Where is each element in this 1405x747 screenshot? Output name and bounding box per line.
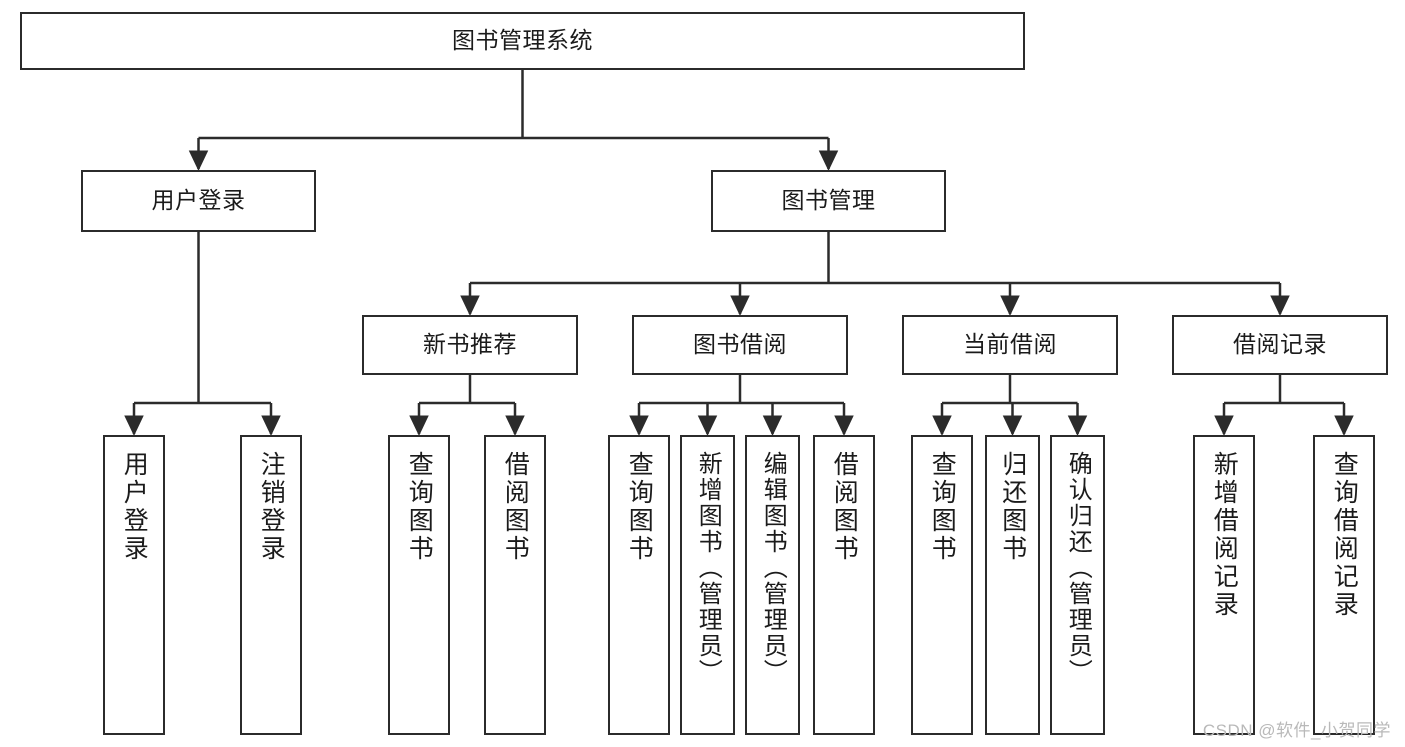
node-label: 归还图书: [998, 451, 1027, 563]
node-leaf-query-rec[interactable]: 查询借阅记录: [1313, 435, 1375, 735]
node-leaf-borrow-1[interactable]: 借阅图书: [484, 435, 546, 735]
node-label: 借阅图书: [501, 451, 530, 563]
node-leaf-borrow-2[interactable]: 借阅图书: [813, 435, 875, 735]
node-leaf-query-2[interactable]: 查询图书: [608, 435, 670, 735]
node-leaf-return[interactable]: 归还图书: [985, 435, 1040, 735]
node-label: 新书推荐: [423, 331, 517, 358]
node-leaf-edit-book[interactable]: 编辑图书（管理员）: [745, 435, 800, 735]
node-leaf-user-login[interactable]: 用户登录: [103, 435, 165, 735]
node-user-login[interactable]: 用户登录: [81, 170, 316, 232]
node-label: 查询借阅记录: [1330, 451, 1359, 619]
node-book-borrow[interactable]: 图书借阅: [632, 315, 848, 375]
node-current-borrow[interactable]: 当前借阅: [902, 315, 1118, 375]
node-label: 查询图书: [405, 451, 434, 563]
node-book-manage[interactable]: 图书管理: [711, 170, 946, 232]
node-label: 确认归还（管理员）: [1064, 451, 1092, 685]
node-leaf-logout[interactable]: 注销登录: [240, 435, 302, 735]
node-label: 查询图书: [625, 451, 654, 563]
node-label: 借阅记录: [1233, 331, 1327, 358]
node-leaf-query-3[interactable]: 查询图书: [911, 435, 973, 735]
node-label: 图书借阅: [693, 331, 787, 358]
node-leaf-add-book[interactable]: 新增图书（管理员）: [680, 435, 735, 735]
node-label: 图书管理系统: [452, 27, 593, 54]
node-label: 图书管理: [781, 187, 876, 214]
node-label: 注销登录: [257, 451, 286, 563]
node-new-book-rec[interactable]: 新书推荐: [362, 315, 578, 375]
node-leaf-add-rec[interactable]: 新增借阅记录: [1193, 435, 1255, 735]
node-leaf-query-1[interactable]: 查询图书: [388, 435, 450, 735]
watermark: CSDN @软件_小贺同学: [1202, 721, 1391, 740]
node-label: 新增图书（管理员）: [694, 451, 722, 685]
node-label: 新增借阅记录: [1210, 451, 1239, 619]
node-label: 当前借阅: [963, 331, 1057, 358]
node-label: 查询图书: [928, 451, 957, 563]
node-borrow-record[interactable]: 借阅记录: [1172, 315, 1388, 375]
node-label: 用户登录: [120, 451, 149, 563]
node-label: 用户登录: [151, 187, 246, 214]
node-leaf-confirm[interactable]: 确认归还（管理员）: [1050, 435, 1105, 735]
node-label: 编辑图书（管理员）: [759, 451, 787, 685]
node-root[interactable]: 图书管理系统: [20, 12, 1025, 70]
node-label: 借阅图书: [830, 451, 859, 563]
